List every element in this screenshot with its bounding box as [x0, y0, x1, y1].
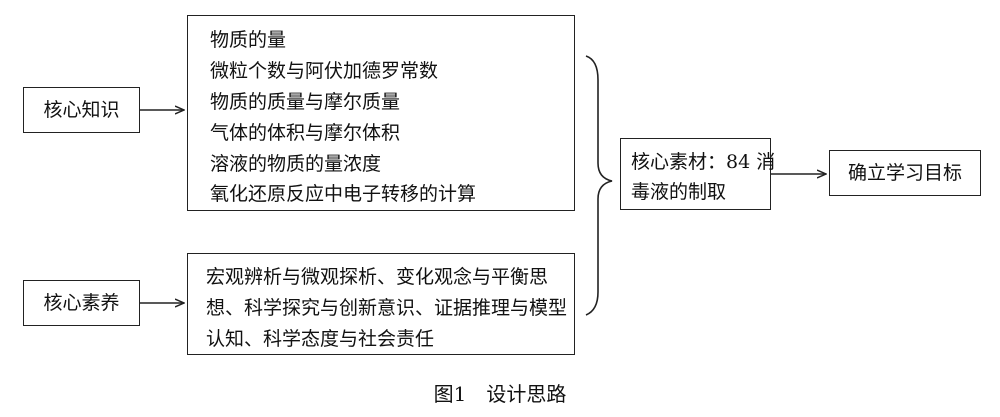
knowledge-item: 物质的质量与摩尔质量 [210, 91, 401, 113]
core-material-line: 核心素材：84 消 [631, 151, 776, 173]
knowledge-item: 微粒个数与阿伏加德罗常数 [210, 60, 439, 82]
knowledge-item: 溶液的物质的量浓度 [210, 153, 382, 175]
core-literacy-box: 核心素养 [23, 280, 140, 326]
figure-caption: 图1 设计思路 [433, 382, 567, 406]
core-knowledge-box: 核心知识 [23, 87, 140, 133]
core-literacy-label: 核心素养 [43, 291, 120, 314]
literacy-line: 宏观辨析与微观探析、变化观念与平衡思 [206, 266, 549, 288]
brace [585, 55, 613, 316]
literacy-line: 想、科学探究与创新意识、证据推理与模型 [206, 297, 568, 319]
literacy-line: 认知、科学态度与社会责任 [206, 328, 435, 350]
core-material-line: 毒液的制取 [631, 181, 727, 203]
core-knowledge-label: 核心知识 [43, 98, 120, 121]
knowledge-list-box: 物质的量 微粒个数与阿伏加德罗常数 物质的质量与摩尔质量 气体的体积与摩尔体积 … [187, 15, 575, 211]
core-material-box: 核心素材：84 消 毒液的制取 [620, 138, 775, 210]
learning-goal-label: 确立学习目标 [847, 161, 962, 184]
knowledge-item: 物质的量 [210, 29, 287, 51]
learning-goal-box: 确立学习目标 [829, 150, 981, 196]
knowledge-item: 气体的体积与摩尔体积 [210, 122, 401, 144]
literacy-text-box: 宏观辨析与微观探析、变化观念与平衡思 想、科学探究与创新意识、证据推理与模型 认… [187, 253, 575, 355]
knowledge-item: 氧化还原反应中电子转移的计算 [210, 183, 477, 205]
